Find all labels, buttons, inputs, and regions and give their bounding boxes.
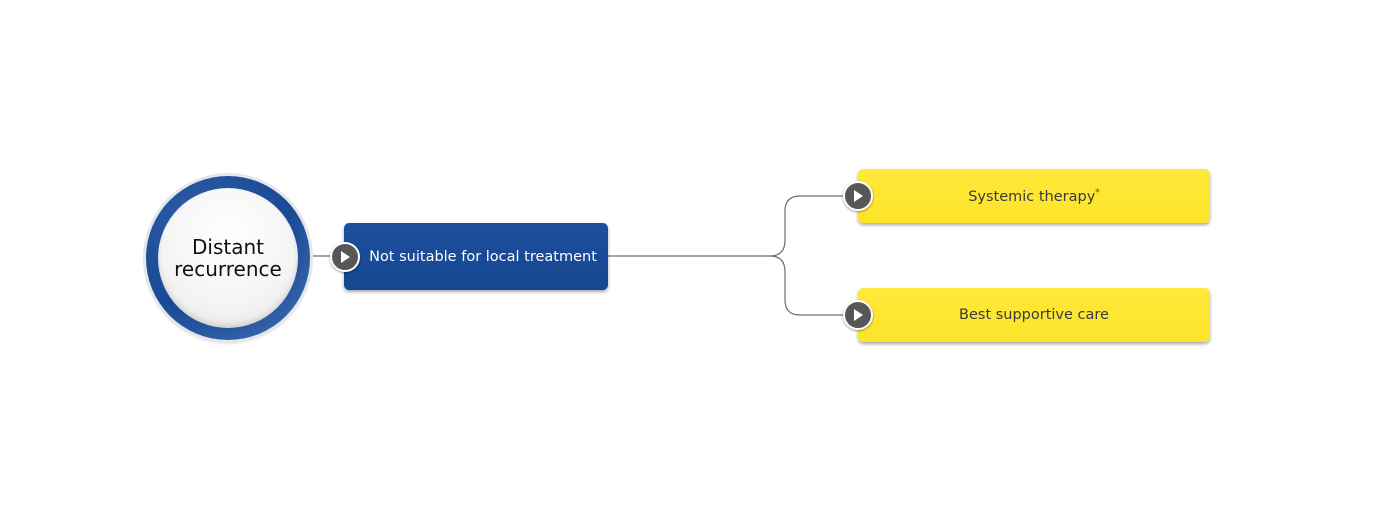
connector-step-to-outcome-1 xyxy=(608,195,858,257)
not-suitable-box: Not suitable for local treatment xyxy=(344,223,608,290)
step-label: Not suitable for local treatment xyxy=(369,248,597,265)
arrow-right-icon xyxy=(843,181,873,211)
outcome-label-1: Systemic therapy* xyxy=(968,187,1100,205)
connector-step-to-outcome-2 xyxy=(769,255,858,316)
footnote-marker: * xyxy=(1095,187,1100,198)
start-node-inner: Distant recurrence xyxy=(158,188,298,328)
distant-recurrence-node: Distant recurrence xyxy=(146,176,310,340)
start-node-label: Distant recurrence xyxy=(174,235,282,281)
best-supportive-care-box: Best supportive care xyxy=(858,288,1210,342)
systemic-therapy-box: Systemic therapy* xyxy=(858,169,1210,223)
outcome-label-2: Best supportive care xyxy=(959,307,1109,323)
arrow-right-icon xyxy=(843,300,873,330)
arrow-right-icon xyxy=(330,242,360,272)
